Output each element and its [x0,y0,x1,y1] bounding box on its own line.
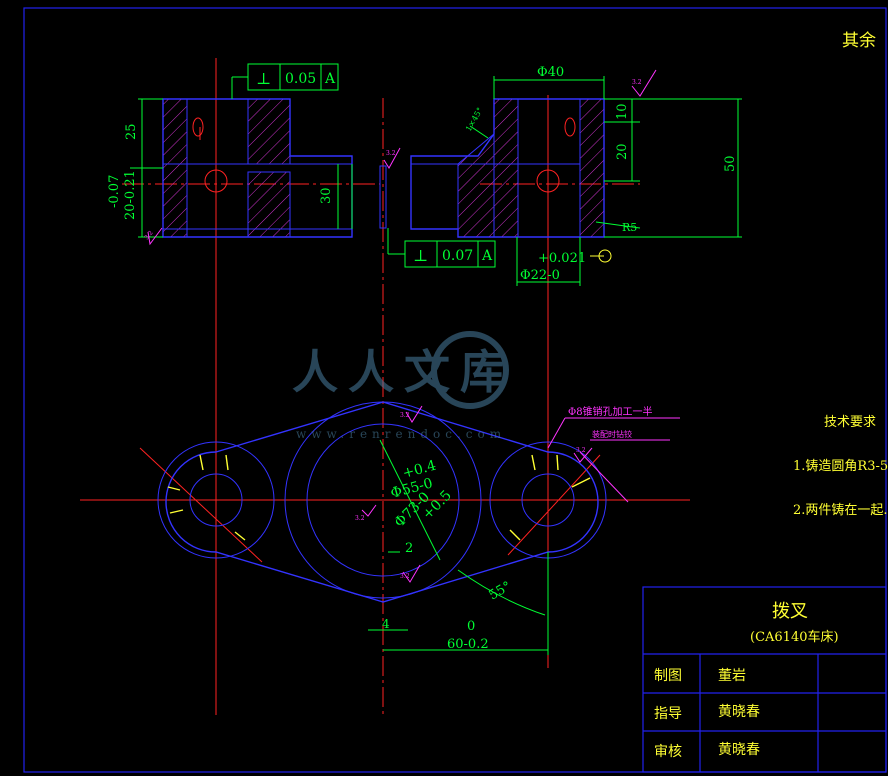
svg-text:A: A [324,71,336,87]
tech-req-title: 技术要求 [824,415,876,430]
dim-30: 30 [319,187,334,204]
dim-0: 0 [467,619,475,634]
dim-25: 25 [124,123,139,140]
dim-dia40: Φ40 [537,65,564,80]
row3-name: 黄晓春 [718,741,760,758]
svg-text:⊥: ⊥ [413,246,428,265]
watermark: 人人文库 www.renrendoc.com [292,331,516,441]
svg-text:0.05: 0.05 [285,71,316,87]
dim-bore-tol: +0.021 [538,251,586,266]
svg-text:3.2: 3.2 [386,150,396,157]
title-block [642,586,887,773]
corner-note: 其余 [842,31,876,51]
top-view-section: 25 -0.07 20-0.21 30 Φ40 10 20 50 R5 1×45… [107,58,742,715]
dim-angle55: 55° [487,579,514,604]
svg-text:www.renrendoc.com: www.renrendoc.com [296,427,506,441]
svg-text:人人文库: 人人文库 [292,345,516,399]
hole-subnote: 装配时钻铰 [592,429,632,439]
row2-name: 黄晓春 [718,703,760,720]
tolerance-frame-bottom: ⊥ 0.07 A [387,228,496,268]
dim-r5: R5 [622,221,637,234]
dim-50: 50 [723,155,738,172]
row1-name: 董岩 [718,668,746,684]
svg-text:⊥: ⊥ [256,69,271,88]
dim-4: 4 [382,617,390,631]
dim-2: 2 [405,541,413,556]
row3-label: 审核 [654,744,682,760]
dim-20-right: 20 [615,143,630,160]
svg-text:3.2: 3.2 [400,573,410,580]
tolerance-frame-top: ⊥ 0.05 A [231,63,339,99]
svg-text:A: A [481,248,493,264]
dim-10: 10 [615,103,630,120]
svg-text:3.2: 3.2 [355,515,365,522]
svg-text:3.2: 3.2 [632,79,642,86]
tech-req-item2: 2.两件铸在一起. [793,502,888,518]
machine-name: (CA6140车床) [750,629,839,645]
technical-requirements: 技术要求 1.铸造圆角R3-5. 2.两件铸在一起. [793,415,888,518]
hole-note: Φ8锥销孔加工一半 [568,405,653,418]
part-name: 拨叉 [772,601,808,622]
svg-text:3.2: 3.2 [400,412,410,419]
dim-tol-upper: -0.07 [107,175,122,208]
dim-20: 20-0.21 [123,170,138,220]
dim-bore-dia: Φ22-0 [520,268,560,283]
drawing-border [23,7,887,773]
svg-text:3.2: 3.2 [143,229,155,241]
svg-text:3.2: 3.2 [576,447,586,454]
dim-60: 60-0.2 [447,637,489,652]
roughness-symbols-top: 3.2 3.2 3.2 [143,69,657,246]
svg-text:0.07: 0.07 [442,248,473,264]
tech-req-item1: 1.铸造圆角R3-5. [793,458,888,474]
row1-label: 制图 [654,668,682,684]
row2-label: 指导 [654,706,682,722]
